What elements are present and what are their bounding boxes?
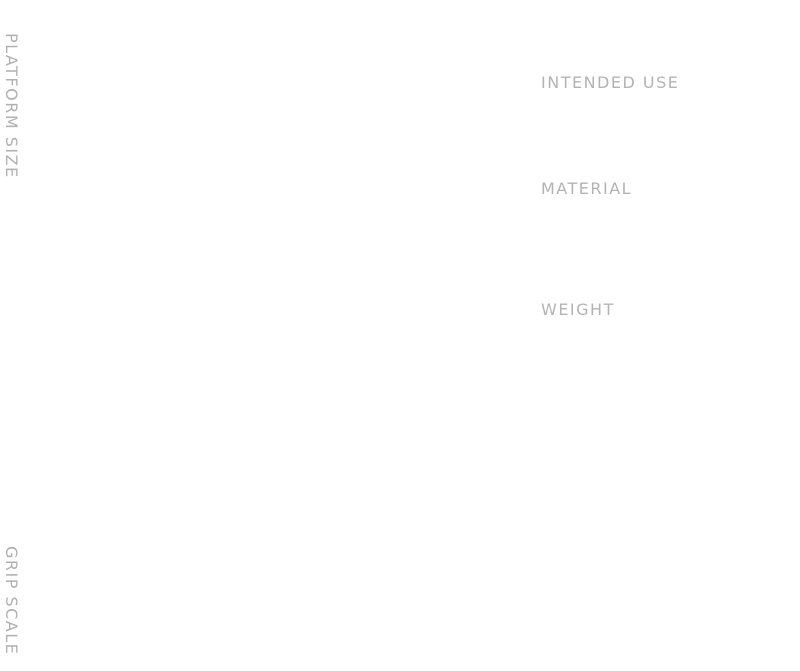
platform-size-label: PLATFORM SIZE bbox=[2, 33, 21, 179]
weight-label: WEIGHT bbox=[541, 300, 615, 319]
material-label: MATERIAL bbox=[541, 179, 633, 198]
intended-use-label: INTENDED USE bbox=[541, 73, 680, 92]
grip-scale-label: GRIP SCALE bbox=[2, 546, 21, 656]
spec-column: INTENDED USE MATERIAL WEIGHT bbox=[541, 0, 781, 671]
